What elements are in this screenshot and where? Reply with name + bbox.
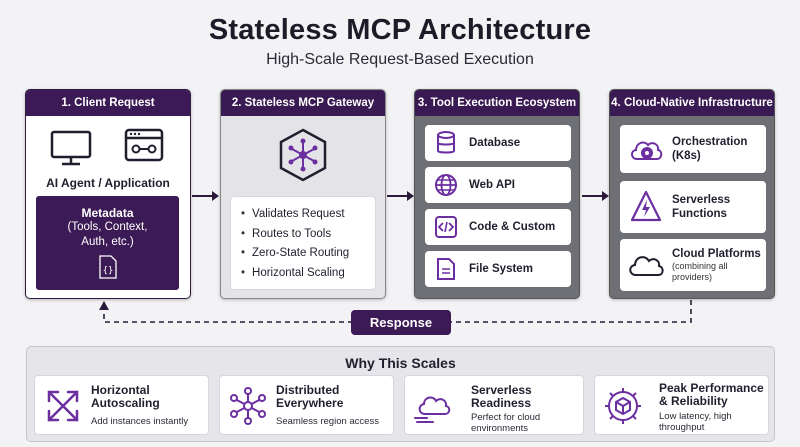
card-serverless-readiness: Serverless Readiness Perfect for cloud e… <box>404 375 584 435</box>
orchestration-text: Orchestration (K8s) <box>672 135 747 163</box>
card-horizontal-title-2: Autoscaling <box>91 396 160 410</box>
globe-icon <box>433 172 459 198</box>
arrow-gateway-to-tools <box>387 191 414 201</box>
orchestration-sub: (K8s) <box>672 150 701 162</box>
arrow-client-to-gateway <box>192 191 219 201</box>
why-title: Why This Scales <box>345 355 456 371</box>
gateway-feature-list: Validates Request Routes to Tools Zero-S… <box>230 196 376 290</box>
tool-file-system: File System <box>425 251 571 287</box>
gateway-panel: 2. Stateless MCP Gateway Validates Reque… <box>220 89 386 299</box>
code-icon <box>433 214 459 240</box>
card-horizontal-desc: Add instances instantly <box>91 416 189 427</box>
card-peak-performance: Peak Performance & Reliability Low laten… <box>594 375 769 435</box>
gateway-item-validate: Validates Request <box>241 205 375 225</box>
distributed-network-icon <box>230 387 266 425</box>
tool-code-custom: Code & Custom <box>425 209 571 245</box>
platforms-text: Cloud Platforms (combining all providers… <box>672 247 761 283</box>
gateway-item-zero-state: Zero-State Routing <box>241 244 375 264</box>
gateway-item-routes: Routes to Tools <box>241 225 375 245</box>
orchestration-title: Orchestration <box>672 136 748 148</box>
database-icon <box>433 130 459 156</box>
cloud-orchestration: Orchestration (K8s) <box>620 125 766 173</box>
cloud-platforms: Cloud Platforms (combining all providers… <box>620 239 766 291</box>
metadata-line-2: Auth, etc.) <box>81 236 134 248</box>
card-peak-desc: Low latency, high throughput <box>659 411 732 433</box>
platforms-sub-1: (combining all <box>672 261 728 271</box>
tool-web-api-label: Web API <box>469 179 516 191</box>
card-distributed-title-2: Everywhere <box>276 396 344 410</box>
tools-panel: 3. Tool Execution Ecosystem Database Web… <box>414 89 580 299</box>
card-distributed-desc: Seamless region access <box>276 416 379 427</box>
tool-code-custom-label: Code & Custom <box>469 221 556 233</box>
serverless-text: Serverless Functions <box>672 193 730 221</box>
client-request-panel: 1. Client Request AI Agent / Application… <box>25 89 191 299</box>
gear-cube-icon <box>605 388 641 424</box>
response-label: Response <box>351 310 451 335</box>
gateway-header: 2. Stateless MCP Gateway <box>221 90 385 116</box>
tool-database: Database <box>425 125 571 161</box>
lightning-icon <box>626 187 666 227</box>
metadata-line-1: (Tools, Context, <box>67 221 148 233</box>
tool-web-api: Web API <box>425 167 571 203</box>
cloud-serverless: Serverless Functions <box>620 181 766 233</box>
card-peak-title: Peak Performance & Reliability <box>659 382 764 408</box>
app-window-icon <box>124 128 164 162</box>
client-request-header: 1. Client Request <box>26 90 190 116</box>
page-subtitle: High-Scale Request-Based Execution <box>266 51 534 68</box>
card-distributed-title-1: Distributed <box>276 383 340 397</box>
card-distributed-title: Distributed Everywhere <box>276 384 343 410</box>
card-horizontal-title: Horizontal Autoscaling <box>91 384 160 410</box>
page-title: Stateless MCP Architecture <box>208 14 592 46</box>
gateway-item-scaling: Horizontal Scaling <box>241 264 375 284</box>
cloud-header: 4. Cloud-Native Infrastructure <box>610 90 774 116</box>
card-distributed: Distributed Everywhere Seamless region a… <box>219 375 394 435</box>
card-peak-title-2: & Reliability <box>659 394 728 408</box>
card-horizontal-title-1: Horizontal <box>91 383 150 397</box>
cloud-icon <box>626 245 666 285</box>
agent-label: AI Agent / Application <box>46 176 170 190</box>
expand-arrows-icon <box>47 390 79 422</box>
tools-header: 3. Tool Execution Ecosystem <box>415 90 579 116</box>
card-serverless-desc-2: environments <box>471 423 529 434</box>
cloud-wind-icon <box>414 396 451 423</box>
serverless-title: Serverless <box>672 194 731 206</box>
card-serverless-title: Serverless Readiness <box>471 384 532 410</box>
arrow-tools-to-cloud <box>582 191 609 201</box>
file-icon <box>433 256 459 282</box>
card-serverless-title-1: Serverless <box>471 383 532 397</box>
metadata-box: Metadata (Tools, Context, Auth, etc.) {} <box>36 196 179 290</box>
json-file-icon: {} <box>99 255 117 279</box>
why-section: Why This Scales Horizontal Autoscaling A… <box>26 346 775 442</box>
serverless-sub: Functions <box>672 208 727 220</box>
platforms-title: Cloud Platforms <box>672 248 761 260</box>
svg-text:{}: {} <box>103 266 114 276</box>
card-serverless-desc: Perfect for cloud environments <box>471 412 540 434</box>
tool-file-system-label: File System <box>469 263 533 275</box>
card-horizontal-autoscaling: Horizontal Autoscaling Add instances ins… <box>34 375 209 435</box>
card-serverless-desc-1: Perfect for cloud <box>471 412 541 423</box>
tool-database-label: Database <box>469 137 521 149</box>
monitor-icon <box>50 130 92 166</box>
card-peak-desc-1: Low latency, high <box>659 411 732 422</box>
cloud-panel: 4. Cloud-Native Infrastructure Orchestra… <box>609 89 775 299</box>
card-peak-title-1: Peak Performance <box>659 381 764 395</box>
metadata-title: Metadata <box>81 206 134 220</box>
card-peak-desc-2: throughput <box>659 422 705 433</box>
platforms-sub-2: providers) <box>672 272 713 282</box>
network-hub-icon <box>279 128 327 182</box>
card-serverless-title-2: Readiness <box>471 396 532 410</box>
kubernetes-cloud-icon <box>626 129 666 169</box>
